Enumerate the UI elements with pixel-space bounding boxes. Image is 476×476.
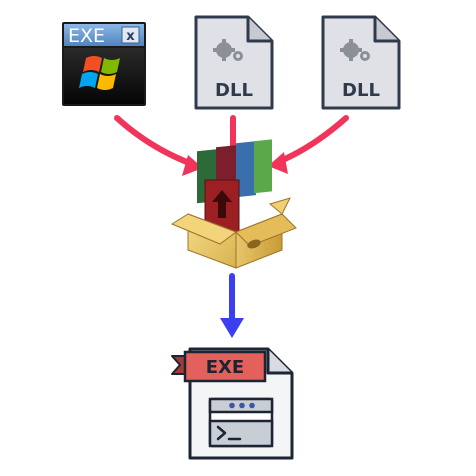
arrow-exe-to-box: [114, 115, 195, 167]
gear-icon: [213, 39, 243, 61]
dll-label-1: DLL: [215, 80, 253, 101]
exe-output-file-icon: EXE: [171, 347, 294, 460]
dll-label-2: DLL: [342, 80, 380, 101]
terminal-icon: [208, 397, 274, 448]
dll-file-icon-1: DLL: [194, 15, 274, 110]
exe-window-title: EXE: [68, 25, 105, 47]
exe-output-label: EXE: [206, 357, 244, 378]
exe-window-icon: EXE x: [62, 22, 146, 106]
output-arrow: [220, 273, 244, 338]
software-box-icon: [170, 139, 297, 269]
gear-icon: [340, 39, 370, 61]
windows-logo-icon: [79, 56, 120, 90]
close-icon: x: [126, 29, 135, 44]
arrow-dll2-to-box: [275, 115, 349, 165]
dll-file-icon-2: DLL: [321, 15, 401, 110]
